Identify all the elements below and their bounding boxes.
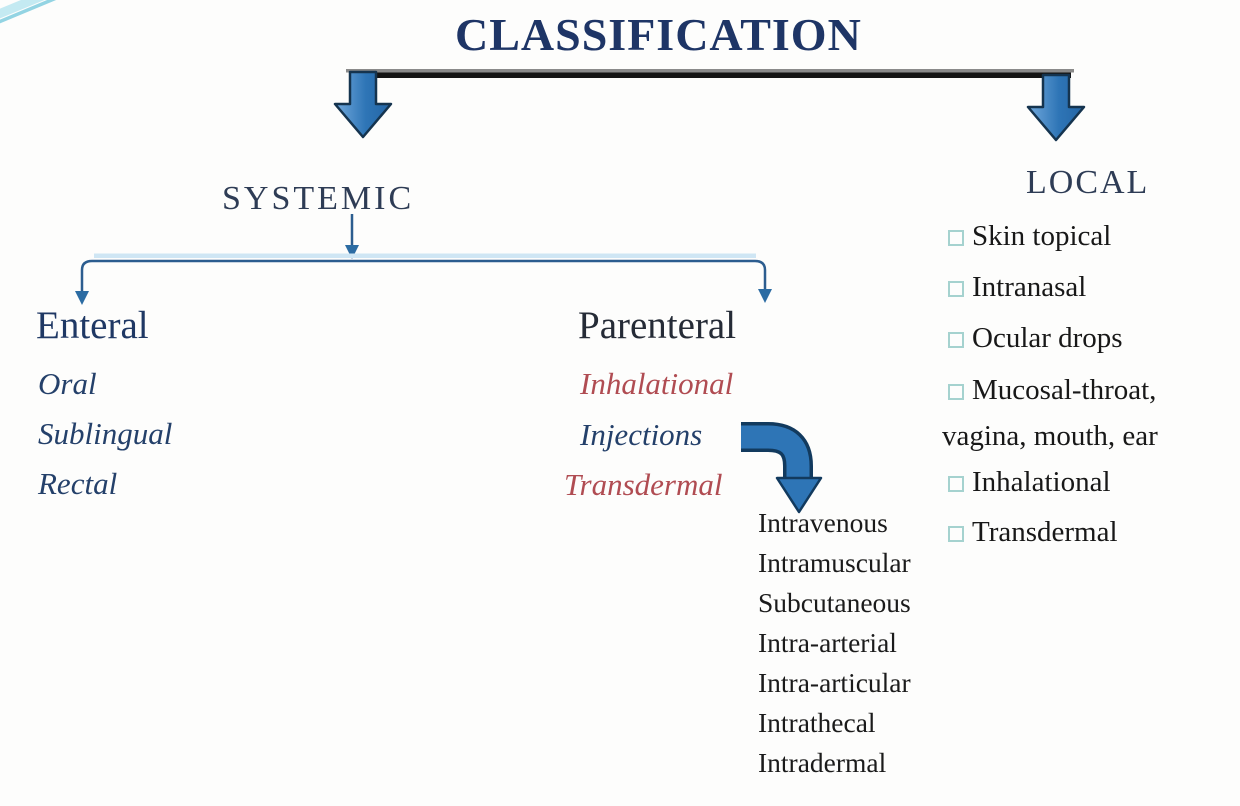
injection-types-list: Intravenous Intramuscular Subcutaneous I… bbox=[758, 503, 911, 783]
square-bullet-icon bbox=[948, 384, 964, 400]
parenteral-route-transdermal: Transdermal bbox=[564, 467, 723, 502]
square-bullet-icon bbox=[948, 476, 964, 492]
parenteral-route-inhalational: Inhalational bbox=[580, 366, 734, 401]
injection-type: Intradermal bbox=[758, 747, 887, 778]
square-bullet-icon bbox=[948, 332, 964, 348]
injections-elbow-arrow bbox=[741, 422, 823, 514]
branch-bracket bbox=[75, 253, 772, 305]
injection-type: Intrathecal bbox=[758, 707, 876, 738]
injection-type: Intra-arterial bbox=[758, 627, 897, 658]
local-header: LOCAL bbox=[1026, 164, 1150, 201]
enteral-arrowhead bbox=[75, 291, 89, 305]
local-item-mucosal: Mucosal-throat, bbox=[972, 374, 1157, 406]
square-bullet-icon bbox=[948, 230, 964, 246]
parenteral-arrowhead bbox=[758, 289, 772, 303]
square-bullet-icon bbox=[948, 526, 964, 542]
systemic-branch-arrow bbox=[345, 214, 359, 259]
enteral-route-oral: Oral bbox=[38, 366, 97, 401]
local-item-inhalational: Inhalational bbox=[972, 466, 1111, 498]
injection-type: Intramuscular bbox=[758, 547, 911, 578]
title-underline-bar bbox=[346, 69, 1074, 78]
square-bullet-icon bbox=[948, 281, 964, 297]
parenteral-header: Parenteral bbox=[578, 304, 737, 347]
local-item-skin-topical: Skin topical bbox=[972, 220, 1112, 252]
local-block-arrow bbox=[1026, 73, 1086, 142]
enteral-header: Enteral bbox=[36, 304, 149, 347]
parenteral-route-injections: Injections bbox=[580, 417, 703, 452]
local-item-intranasal: Intranasal bbox=[972, 271, 1087, 303]
local-item-transdermal: Transdermal bbox=[972, 516, 1118, 548]
systemic-header: SYSTEMIC bbox=[222, 180, 415, 217]
injection-type: Subcutaneous bbox=[758, 587, 911, 618]
enteral-route-sublingual: Sublingual bbox=[38, 416, 173, 451]
injection-type: Intravenous bbox=[758, 507, 888, 538]
injection-type: Intra-articular bbox=[758, 667, 911, 698]
systemic-block-arrow bbox=[333, 70, 393, 139]
page-title: CLASSIFICATION bbox=[455, 9, 862, 60]
local-item-ocular-drops: Ocular drops bbox=[972, 322, 1123, 354]
corner-decoration bbox=[0, 0, 57, 24]
local-item-mucosal-continuation: vagina, mouth, ear bbox=[942, 420, 1158, 452]
enteral-route-rectal: Rectal bbox=[38, 466, 118, 501]
